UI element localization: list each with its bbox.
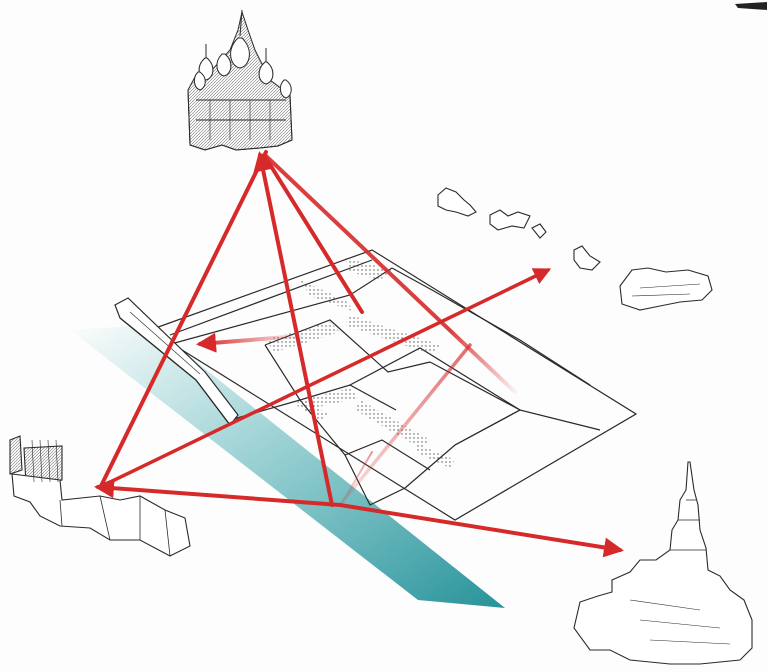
stepped-skyscraper-icon (574, 462, 752, 664)
building-cluster-icon (438, 188, 712, 310)
onion-dome-cathedral-icon (188, 10, 292, 150)
sightline-center-up-right (340, 345, 470, 505)
corner-mark (735, 2, 767, 10)
low-block-building-icon (10, 436, 190, 556)
